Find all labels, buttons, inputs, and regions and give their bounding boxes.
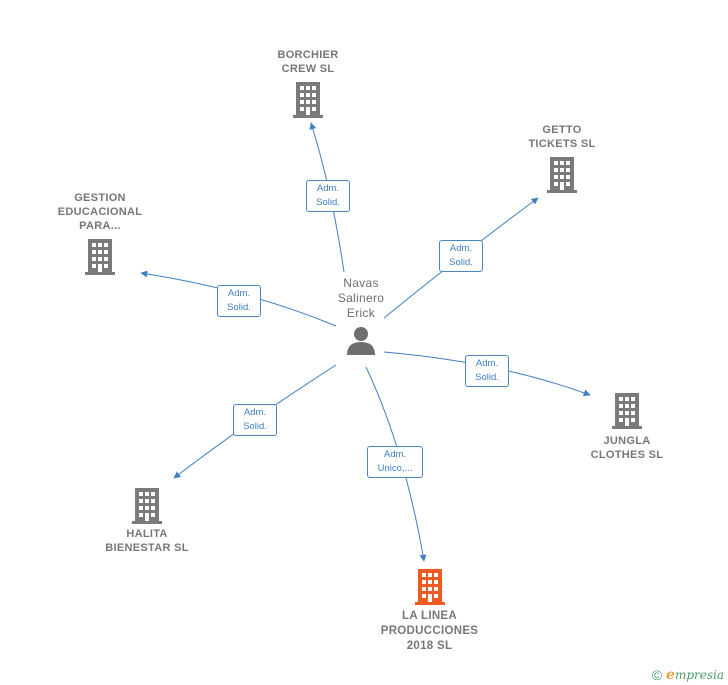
person-node-navas-salinero-erick[interactable]: Navas Salinero Erick (322, 276, 400, 355)
company-node-borchier[interactable]: BORCHIER CREW SL (258, 48, 358, 118)
empresia-brand[interactable]: © empresia (652, 667, 724, 683)
building-icon (546, 157, 578, 193)
company-label: LA LINEA PRODUCCIONES 2018 SL (380, 610, 479, 652)
relation-badge-jungla[interactable]: Adm. Solid. (465, 355, 509, 387)
building-icon (131, 488, 163, 524)
building-icon (414, 569, 446, 605)
relation-badge-la-linea[interactable]: Adm. Unico,... (367, 446, 423, 478)
person-icon (346, 325, 376, 355)
copyright-symbol: © (651, 667, 663, 683)
company-label: GESTION EDUCACIONAL PARA... (57, 192, 143, 232)
company-node-la-linea[interactable]: LA LINEA PRODUCCIONES 2018 SL (362, 569, 497, 654)
relation-badge-getto[interactable]: Adm. Solid. (439, 240, 483, 272)
person-name: Navas Salinero Erick (337, 276, 385, 320)
company-label: BORCHIER CREW SL (277, 49, 339, 75)
relation-badge-halita[interactable]: Adm. Solid. (233, 404, 277, 436)
relation-badge-borchier[interactable]: Adm. Solid. (306, 180, 350, 212)
company-node-getto[interactable]: GETTO TICKETS SL (512, 123, 612, 193)
building-icon (84, 239, 116, 275)
relation-badge-gestion[interactable]: Adm. Solid. (217, 285, 261, 317)
company-node-jungla[interactable]: JUNGLA CLOTHES SL (577, 393, 677, 462)
company-label: GETTO TICKETS SL (528, 124, 596, 150)
company-node-gestion[interactable]: GESTION EDUCACIONAL PARA... (45, 191, 155, 275)
building-icon (611, 393, 643, 429)
building-icon (292, 82, 324, 118)
company-label: HALITA BIENESTAR SL (105, 528, 189, 554)
company-label: JUNGLA CLOTHES SL (590, 435, 664, 461)
company-node-halita[interactable]: HALITA BIENESTAR SL (92, 488, 202, 555)
brand-name: empresia (666, 667, 724, 683)
